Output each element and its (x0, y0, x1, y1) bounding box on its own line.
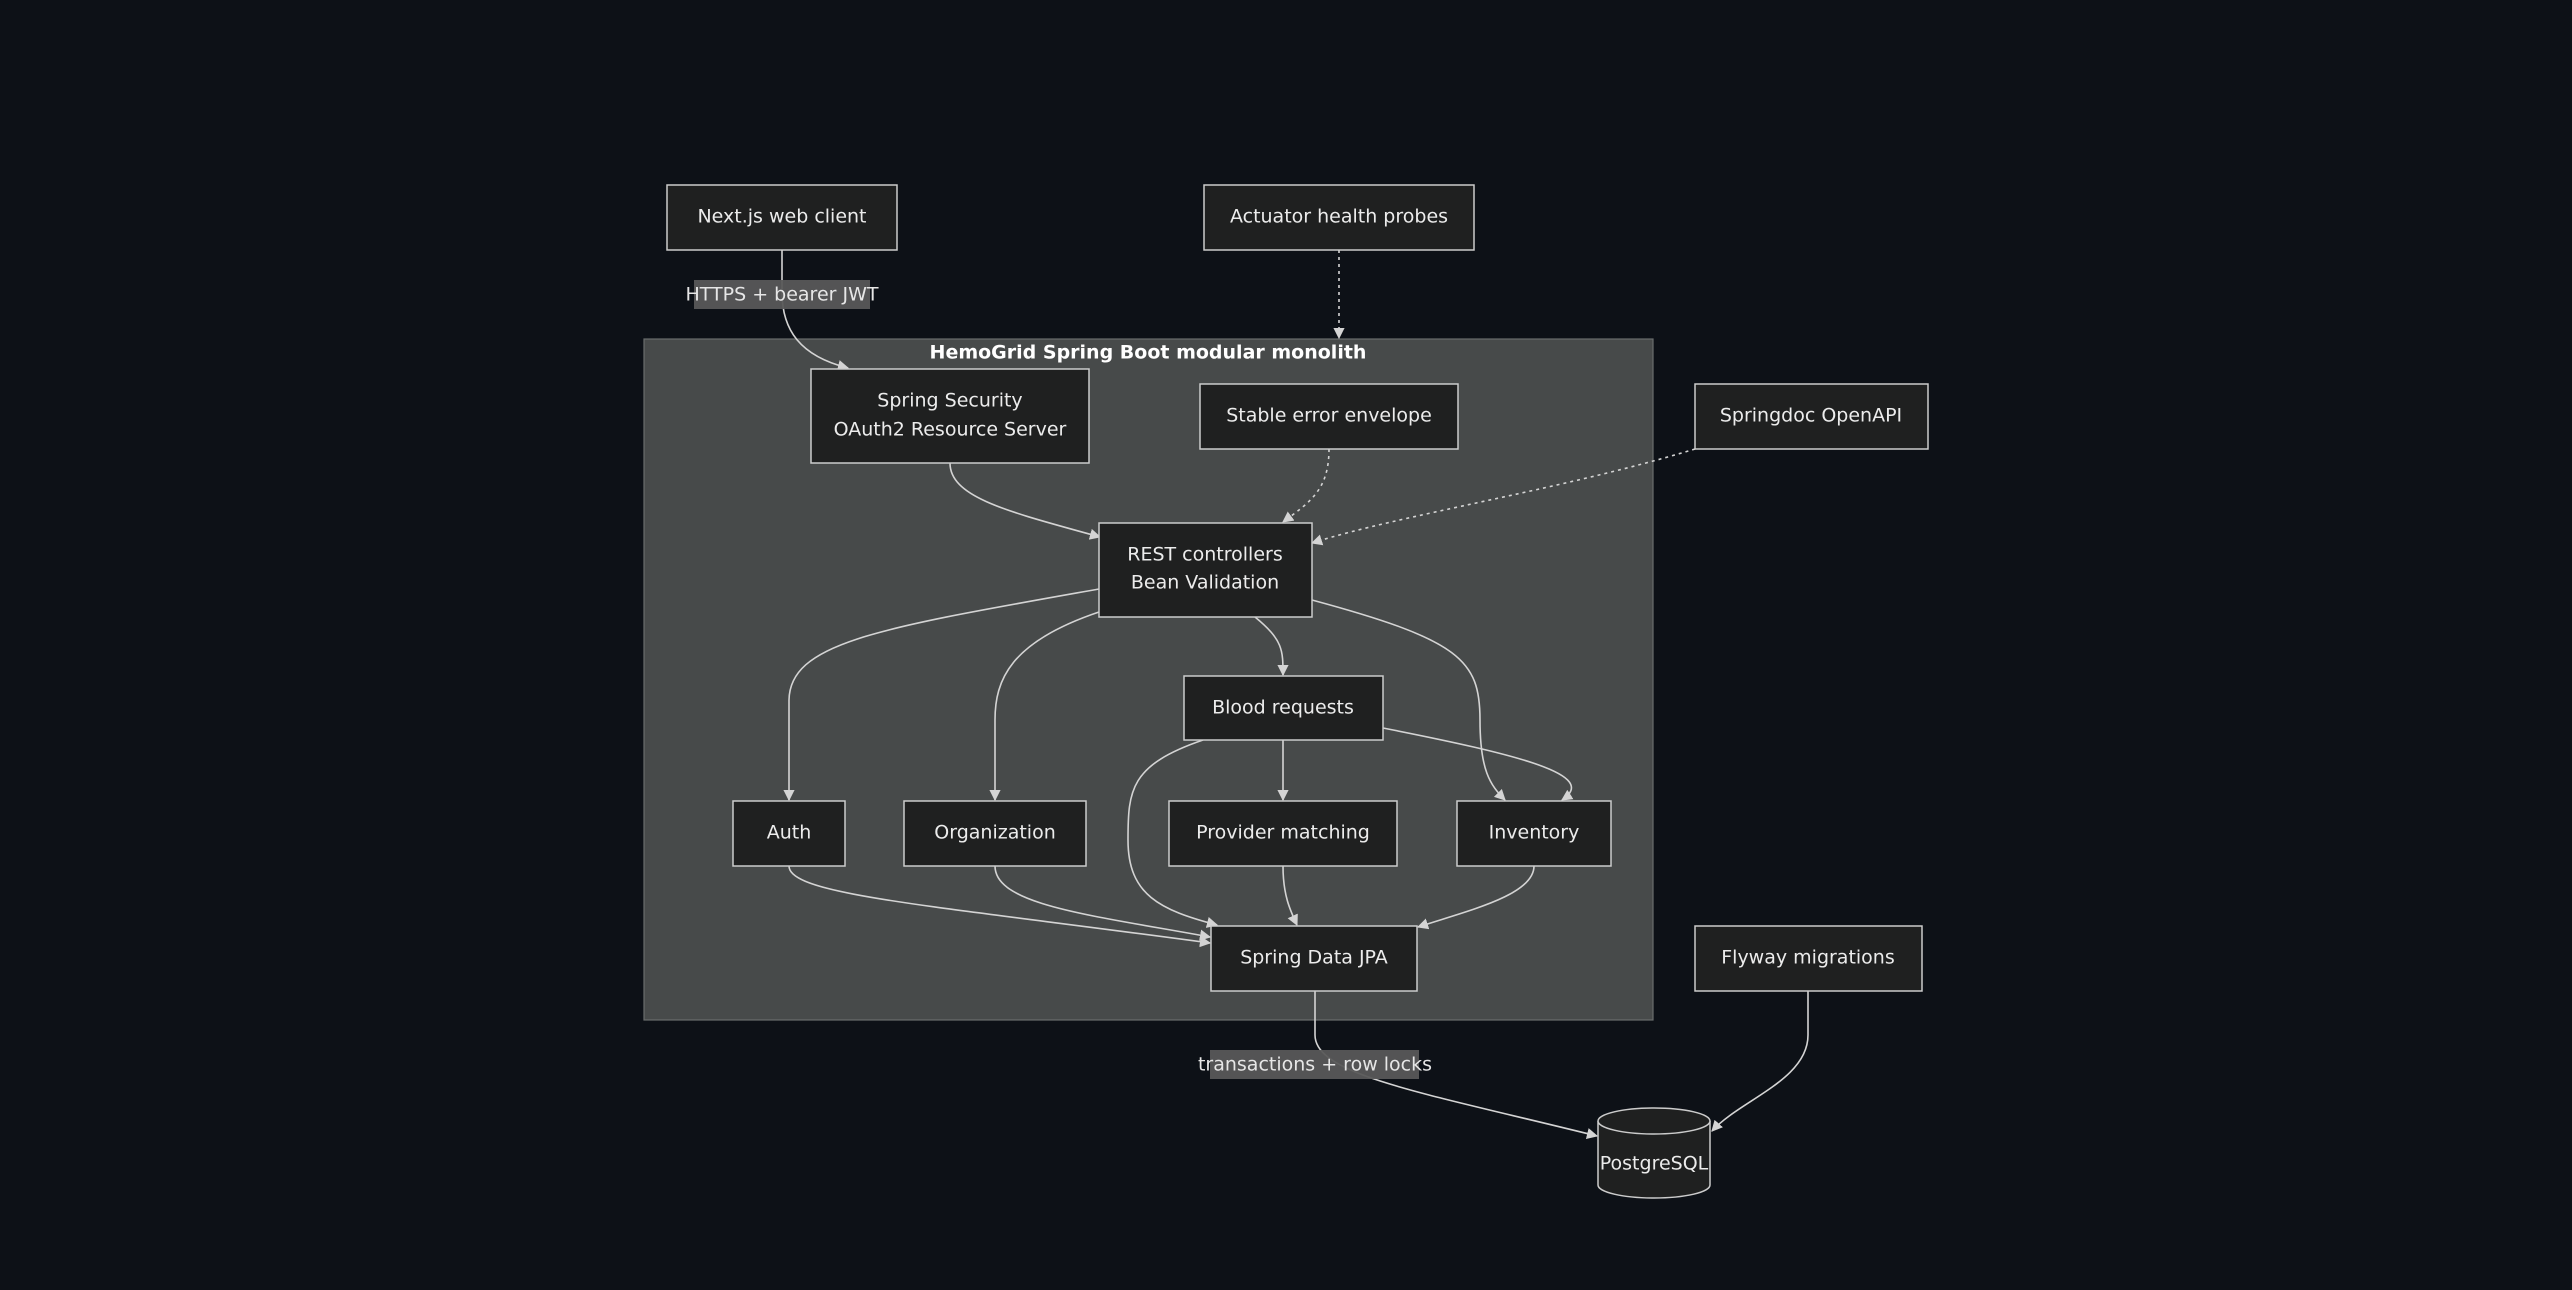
edge-springdoc-to-rest (1310, 448, 1696, 546)
edge-provider-to-jpa (1282, 865, 1298, 927)
edge-label-transactions-text: transactions + row locks (1198, 1054, 1432, 1076)
node-rest-label-line2: Bean Validation (1131, 572, 1279, 594)
edge-blood-to-jpa (1127, 739, 1219, 928)
edges (781, 250, 1809, 1140)
node-stable-error-envelope: Stable error envelope (1199, 383, 1459, 450)
edge-organization-to-jpa (994, 865, 1212, 941)
edge-rest-to-auth (783, 588, 1100, 802)
node-nextjs-web-client: Next.js web client (666, 184, 898, 251)
node-error-envelope-label: Stable error envelope (1226, 405, 1432, 427)
edge-label-https-jwt-text: HTTPS + bearer JWT (685, 284, 878, 306)
edge-auth-to-jpa (788, 865, 1212, 948)
node-provider-matching: Provider matching (1168, 800, 1398, 867)
edge-flyway-to-postgres (1711, 991, 1809, 1132)
node-actuator-health-probes: Actuator health probes (1203, 184, 1475, 251)
cluster-title: HemoGrid Spring Boot modular monolith (930, 342, 1367, 364)
node-flyway-label: Flyway migrations (1721, 947, 1895, 969)
node-spring-security: Spring Security OAuth2 Resource Server (810, 368, 1090, 464)
node-blood-requests-label: Blood requests (1212, 697, 1354, 719)
edge-label-transactions: transactions + row locks (1198, 1050, 1432, 1079)
node-auth-label: Auth (767, 822, 812, 844)
edge-rest-to-organization (989, 611, 1100, 802)
node-auth: Auth (732, 800, 846, 867)
node-rest-label-line1: REST controllers (1127, 544, 1282, 566)
node-spring-data-jpa: Spring Data JPA (1210, 925, 1418, 992)
edge-security-to-rest (949, 462, 1102, 540)
node-actuator-label: Actuator health probes (1230, 206, 1448, 228)
node-jpa-label: Spring Data JPA (1240, 947, 1388, 969)
node-inventory: Inventory (1456, 800, 1612, 867)
node-springdoc-label: Springdoc OpenAPI (1720, 405, 1902, 427)
node-provider-matching-label: Provider matching (1196, 822, 1370, 844)
edge-inventory-to-jpa (1416, 865, 1535, 930)
node-inventory-label: Inventory (1489, 822, 1580, 844)
node-security-label-line2: OAuth2 Resource Server (834, 419, 1067, 441)
node-postgresql-label: PostgreSQL (1600, 1153, 1709, 1175)
monolith-cluster: HemoGrid Spring Boot modular monolith (643, 338, 1654, 1021)
edge-rest-to-blood-requests (1254, 616, 1289, 677)
node-blood-requests: Blood requests (1183, 675, 1384, 741)
node-springdoc-openapi: Springdoc OpenAPI (1694, 383, 1929, 450)
node-rest-controllers: REST controllers Bean Validation (1098, 522, 1313, 618)
edge-jpa-to-postgres (1314, 991, 1599, 1140)
node-nextjs-label: Next.js web client (697, 206, 866, 228)
edge-rest-to-inventory (1311, 599, 1506, 801)
node-postgresql: PostgreSQL (1597, 1107, 1711, 1199)
edge-blood-to-inventory (1382, 727, 1574, 801)
node-organization: Organization (903, 800, 1087, 867)
edge-label-https-jwt: HTTPS + bearer JWT (685, 280, 879, 309)
node-flyway-migrations: Flyway migrations (1694, 925, 1923, 992)
node-organization-label: Organization (934, 822, 1055, 844)
node-security-label-line1: Spring Security (877, 390, 1022, 412)
